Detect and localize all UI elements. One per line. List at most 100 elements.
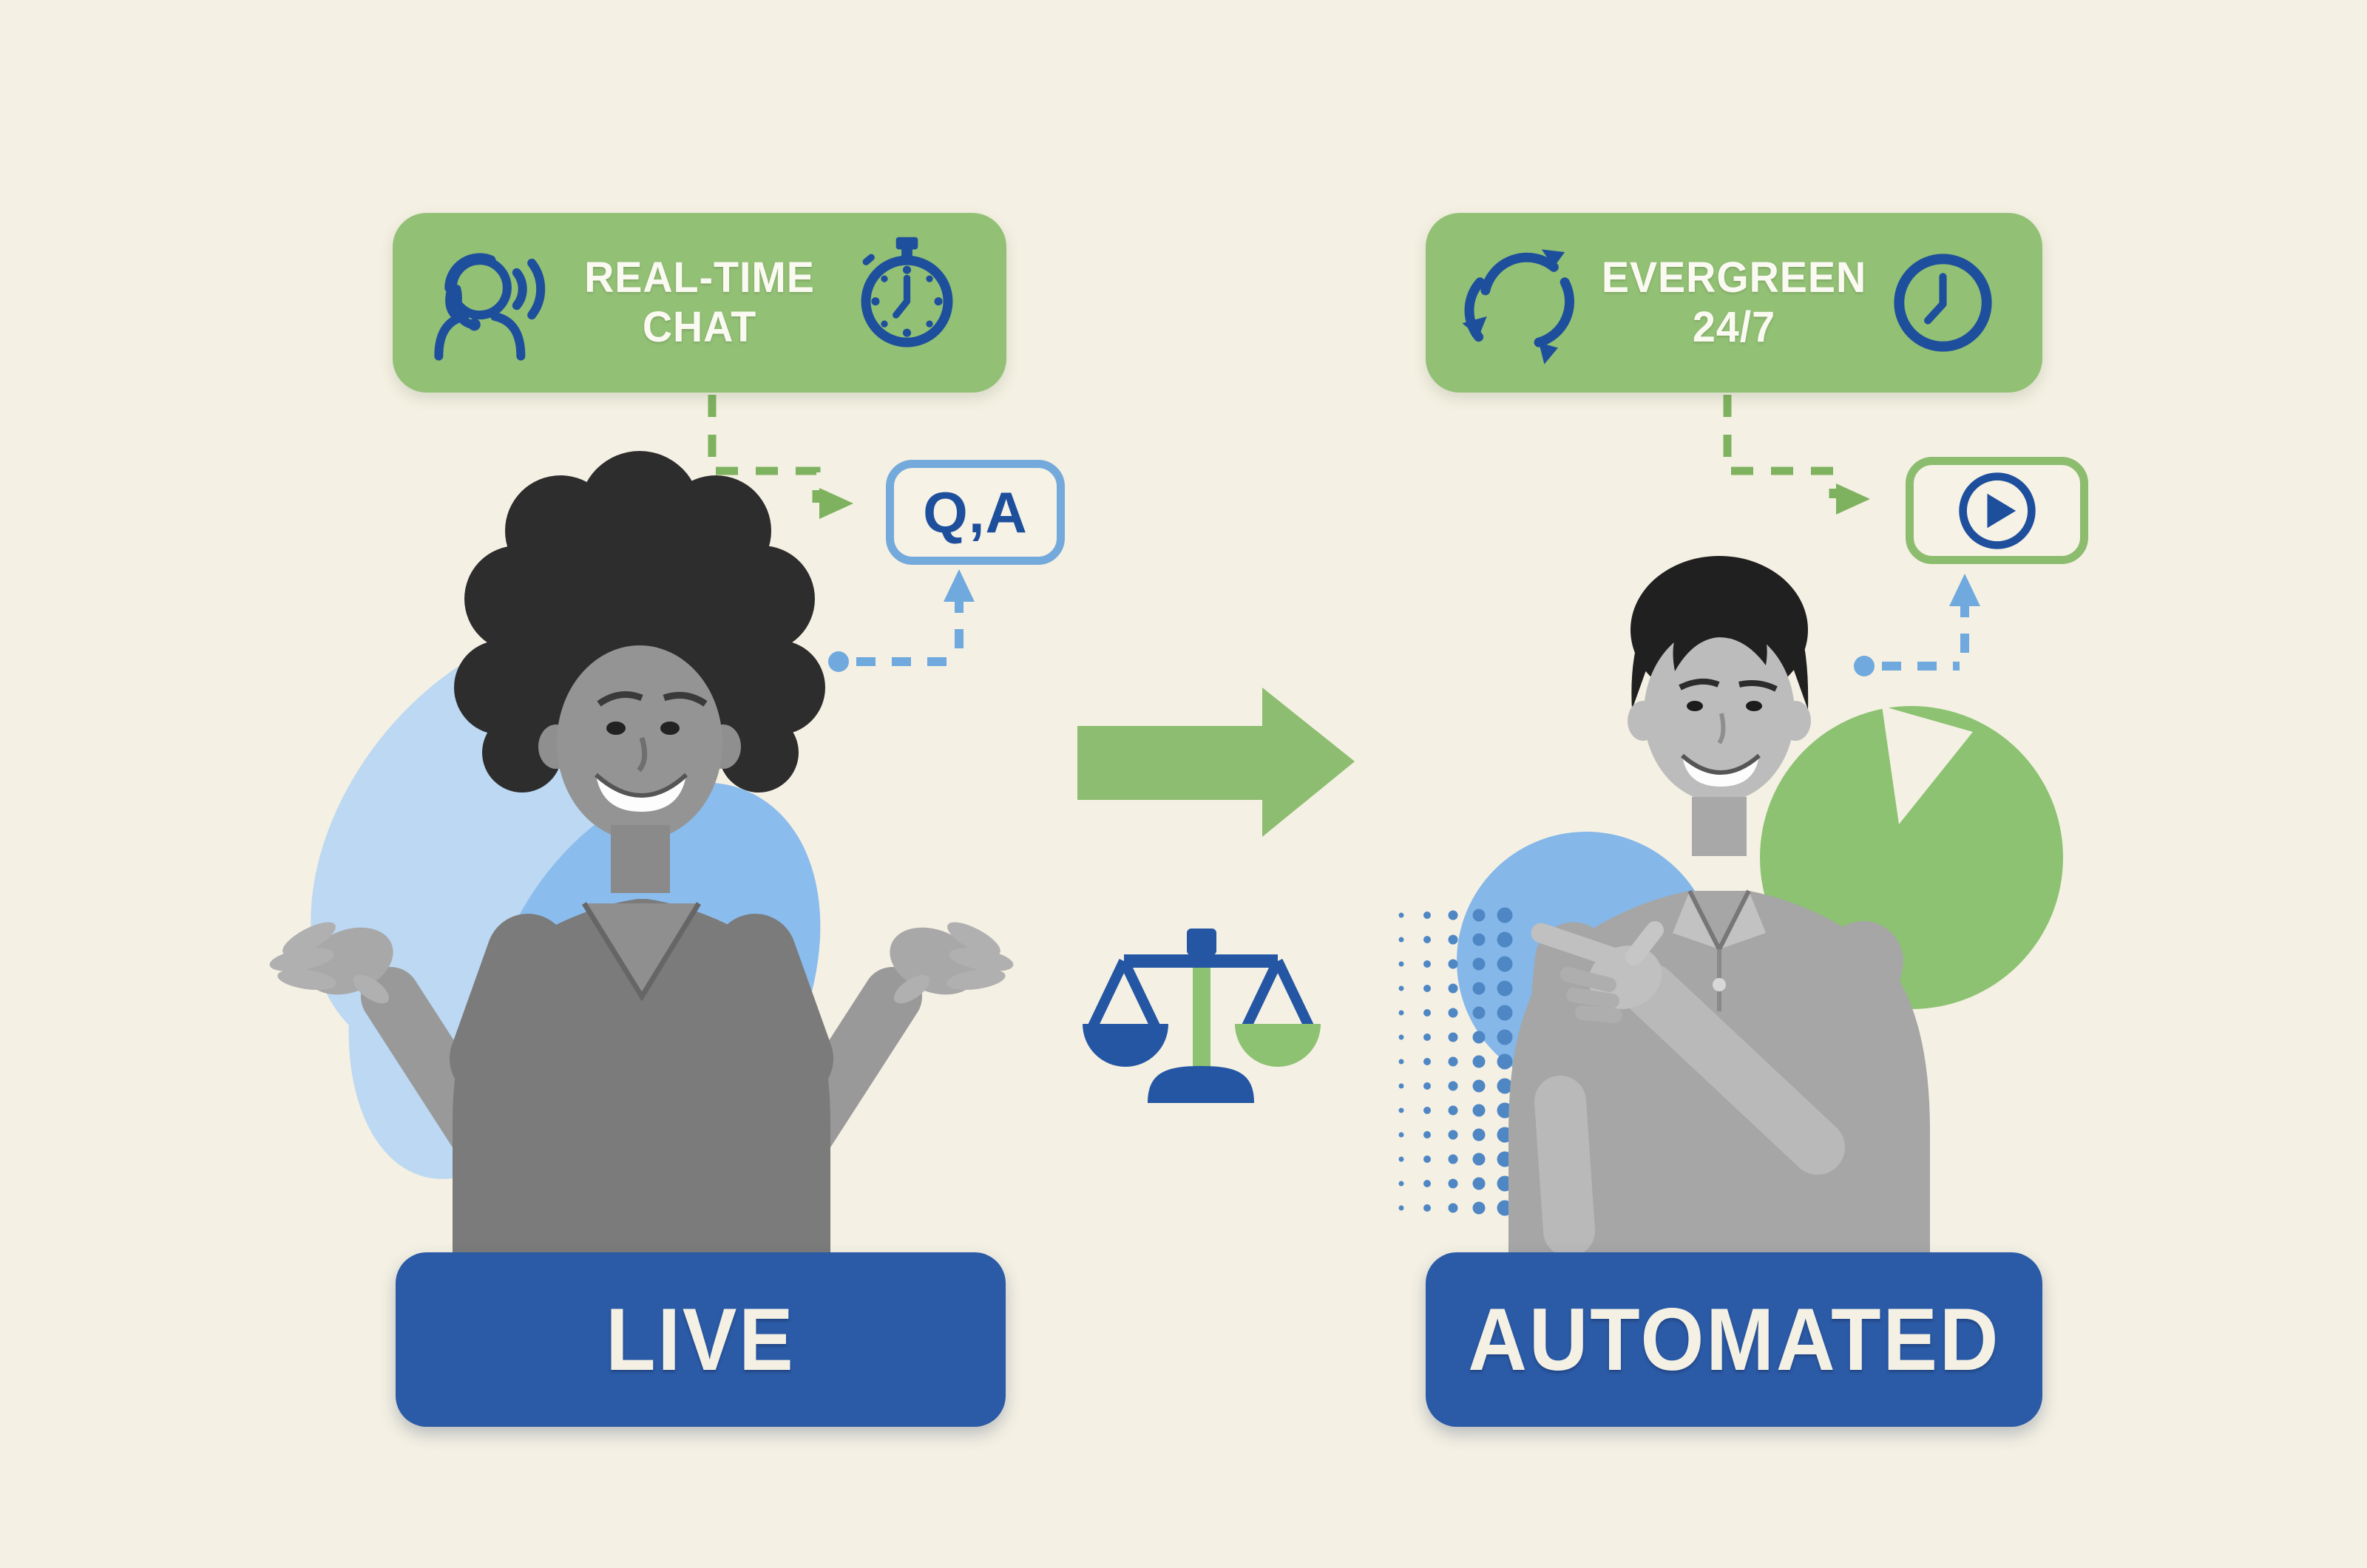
halftone-dot bbox=[1423, 1009, 1431, 1017]
halftone-dot bbox=[1448, 1154, 1458, 1164]
green-arrowhead-right bbox=[1836, 483, 1870, 515]
green-dashed-connector-right bbox=[1723, 395, 1838, 498]
halftone-dot bbox=[1423, 960, 1431, 968]
man-fringe-line bbox=[1673, 608, 1767, 671]
scale-right-pan bbox=[1235, 1024, 1321, 1067]
halftone-dot bbox=[1497, 980, 1513, 997]
halftone-dot bbox=[1423, 1204, 1431, 1212]
halftone-dot bbox=[1448, 1178, 1458, 1189]
man-figure bbox=[1508, 556, 1930, 1257]
man-right-brow bbox=[1738, 680, 1778, 692]
live-label: LIVE bbox=[396, 1252, 1006, 1427]
halftone-dot bbox=[1472, 1079, 1486, 1093]
halftone-dot bbox=[1398, 912, 1404, 918]
play-icon bbox=[1958, 472, 2036, 549]
halftone-dot bbox=[1497, 1053, 1513, 1070]
man-collar-right bbox=[1719, 891, 1766, 949]
woman-right-hand bbox=[890, 922, 1014, 1004]
qa-badge: Q,A bbox=[886, 460, 1065, 565]
scale-base bbox=[1148, 1066, 1254, 1103]
green-dashed-connector-left bbox=[708, 395, 821, 503]
woman-nose bbox=[637, 736, 648, 773]
right-arrow-icon bbox=[1077, 688, 1355, 837]
man-neck bbox=[1692, 797, 1747, 856]
halftone-dot bbox=[1448, 1032, 1458, 1042]
woman-left-brow bbox=[597, 691, 643, 707]
connectors bbox=[708, 395, 1980, 676]
halftone-dot bbox=[1497, 1005, 1513, 1021]
halftone-dot bbox=[1398, 1132, 1404, 1138]
halftone-dot bbox=[1497, 956, 1513, 972]
halftone-dot bbox=[1448, 1130, 1458, 1140]
qa-badge-label: Q,A bbox=[923, 479, 1028, 545]
banner-label: REAL-TIME CHAT bbox=[584, 254, 815, 351]
halftone-dot bbox=[1423, 1180, 1431, 1187]
blue-connector-dot-right bbox=[1854, 656, 1875, 676]
halftone-dot bbox=[1497, 907, 1513, 923]
woman-neck bbox=[611, 825, 670, 893]
woman-collar-edge bbox=[582, 902, 701, 1002]
realtime-chat-banner: REAL-TIME CHAT bbox=[393, 213, 1006, 393]
halftone-dot-pattern bbox=[1398, 907, 1513, 1216]
halftone-dot bbox=[1398, 1010, 1404, 1016]
automated-label: AUTOMATED bbox=[1426, 1252, 2042, 1427]
halftone-dot bbox=[1472, 1201, 1486, 1215]
halftone-dot bbox=[1423, 912, 1431, 919]
blue-arrowhead-left bbox=[944, 569, 975, 602]
woman-smile bbox=[596, 775, 686, 812]
woman-right-eye bbox=[660, 722, 680, 735]
halftone-dot bbox=[1448, 1105, 1458, 1116]
halftone-dot bbox=[1423, 1034, 1431, 1041]
halftone-dot bbox=[1423, 936, 1431, 943]
man-smile bbox=[1682, 756, 1759, 787]
scale-left-pan bbox=[1083, 1024, 1168, 1067]
halftone-dot bbox=[1398, 961, 1404, 967]
halftone-dot bbox=[1472, 1055, 1486, 1068]
man-button bbox=[1713, 978, 1726, 991]
halftone-dot bbox=[1398, 1205, 1404, 1211]
halftone-dot bbox=[1398, 1059, 1404, 1065]
green-arrowhead-left bbox=[819, 488, 853, 519]
man-hair-fringe bbox=[1631, 572, 1809, 710]
halftone-dot bbox=[1497, 1102, 1513, 1119]
woman-left-sleeve bbox=[450, 914, 569, 1100]
halftone-dot bbox=[1472, 1153, 1486, 1166]
man-left-forearm bbox=[1534, 1076, 1595, 1257]
halftone-dot bbox=[1448, 1203, 1458, 1213]
halftone-dot bbox=[1472, 1031, 1486, 1044]
halftone-dot bbox=[1497, 1078, 1513, 1094]
man-right-sleeve bbox=[1781, 921, 1903, 1182]
halftone-dot bbox=[1398, 1181, 1404, 1187]
scale-top-cap bbox=[1187, 929, 1216, 955]
man-thumb bbox=[1625, 921, 1664, 965]
clock-icon bbox=[1894, 254, 1992, 352]
woman-left-hand bbox=[269, 922, 393, 1004]
green-blob-notch bbox=[1882, 706, 1973, 824]
halftone-dot bbox=[1423, 1155, 1431, 1163]
automated-label-text: AUTOMATED bbox=[1468, 1290, 2000, 1389]
halftone-dot bbox=[1448, 983, 1458, 994]
halftone-dot bbox=[1423, 1107, 1431, 1114]
live-label-text: LIVE bbox=[606, 1290, 796, 1389]
halftone-dot bbox=[1398, 985, 1404, 991]
halftone-dot bbox=[1448, 910, 1458, 920]
evergreen-banner: EVERGREEN 24/7 bbox=[1426, 213, 2042, 393]
halftone-dot bbox=[1472, 1177, 1486, 1190]
scale-pole bbox=[1193, 951, 1210, 1080]
halftone-dot bbox=[1448, 934, 1458, 945]
halftone-dot bbox=[1472, 1128, 1486, 1141]
blue-connector-dot-left bbox=[828, 651, 849, 672]
halftone-dot bbox=[1448, 959, 1458, 969]
halftone-dot bbox=[1398, 1083, 1404, 1089]
man-lip-line bbox=[1681, 753, 1761, 775]
man-left-brow bbox=[1679, 678, 1720, 690]
halftone-dot bbox=[1472, 957, 1486, 971]
recycle-icon bbox=[1462, 249, 1574, 364]
balance-scale-icon bbox=[1083, 929, 1321, 1103]
halftone-dot bbox=[1472, 982, 1486, 995]
banner-label: EVERGREEN 24/7 bbox=[1601, 254, 1867, 351]
play-badge bbox=[1906, 457, 2088, 564]
scale-hangers bbox=[1088, 958, 1314, 1029]
